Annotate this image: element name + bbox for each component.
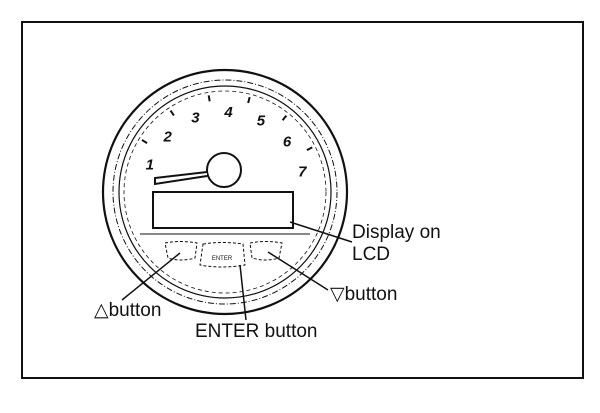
gauge-outer-bezel <box>101 68 349 316</box>
gauge-face-inner <box>123 90 327 294</box>
figure-frame <box>21 21 584 379</box>
gauge <box>101 68 349 316</box>
enter-button-label: ENTER button <box>195 321 318 342</box>
leader-enter <box>239 264 247 321</box>
dial-number: 5 <box>257 113 266 130</box>
dial-tick <box>141 139 148 144</box>
gauge-inner-bezel <box>112 79 338 305</box>
dial-tick <box>281 114 288 121</box>
dial-number: 3 <box>191 110 200 127</box>
up-button-label: △button <box>94 300 162 321</box>
needle <box>154 171 208 186</box>
dial-number: 2 <box>162 128 172 145</box>
down-button-label: ▽button <box>330 284 398 305</box>
dial-tick <box>207 95 211 102</box>
display-label-line2: LCD <box>352 244 391 265</box>
enter-key-text: ENTER <box>212 256 233 262</box>
gauge-face-ring <box>118 85 332 299</box>
leader-up <box>121 252 181 301</box>
leader-display <box>289 221 353 243</box>
dial-tick <box>169 109 175 117</box>
needle-hub <box>206 152 242 188</box>
dial-tick <box>306 146 313 152</box>
up-button-shape[interactable] <box>164 241 198 261</box>
leader-down <box>267 251 329 291</box>
display-label-line1: Display on <box>352 222 441 243</box>
dial-number: 7 <box>298 163 307 180</box>
dial-number: 6 <box>283 133 292 150</box>
dial-tick <box>247 96 251 104</box>
down-button-shape[interactable] <box>249 241 283 261</box>
dial-number: 4 <box>223 104 233 121</box>
enter-button-shape[interactable] <box>199 242 246 268</box>
lcd-display <box>152 191 294 229</box>
dial-numbers: 12 3 4 567 <box>141 95 313 180</box>
leader-lines <box>121 221 353 321</box>
dial-number: 1 <box>146 157 154 174</box>
